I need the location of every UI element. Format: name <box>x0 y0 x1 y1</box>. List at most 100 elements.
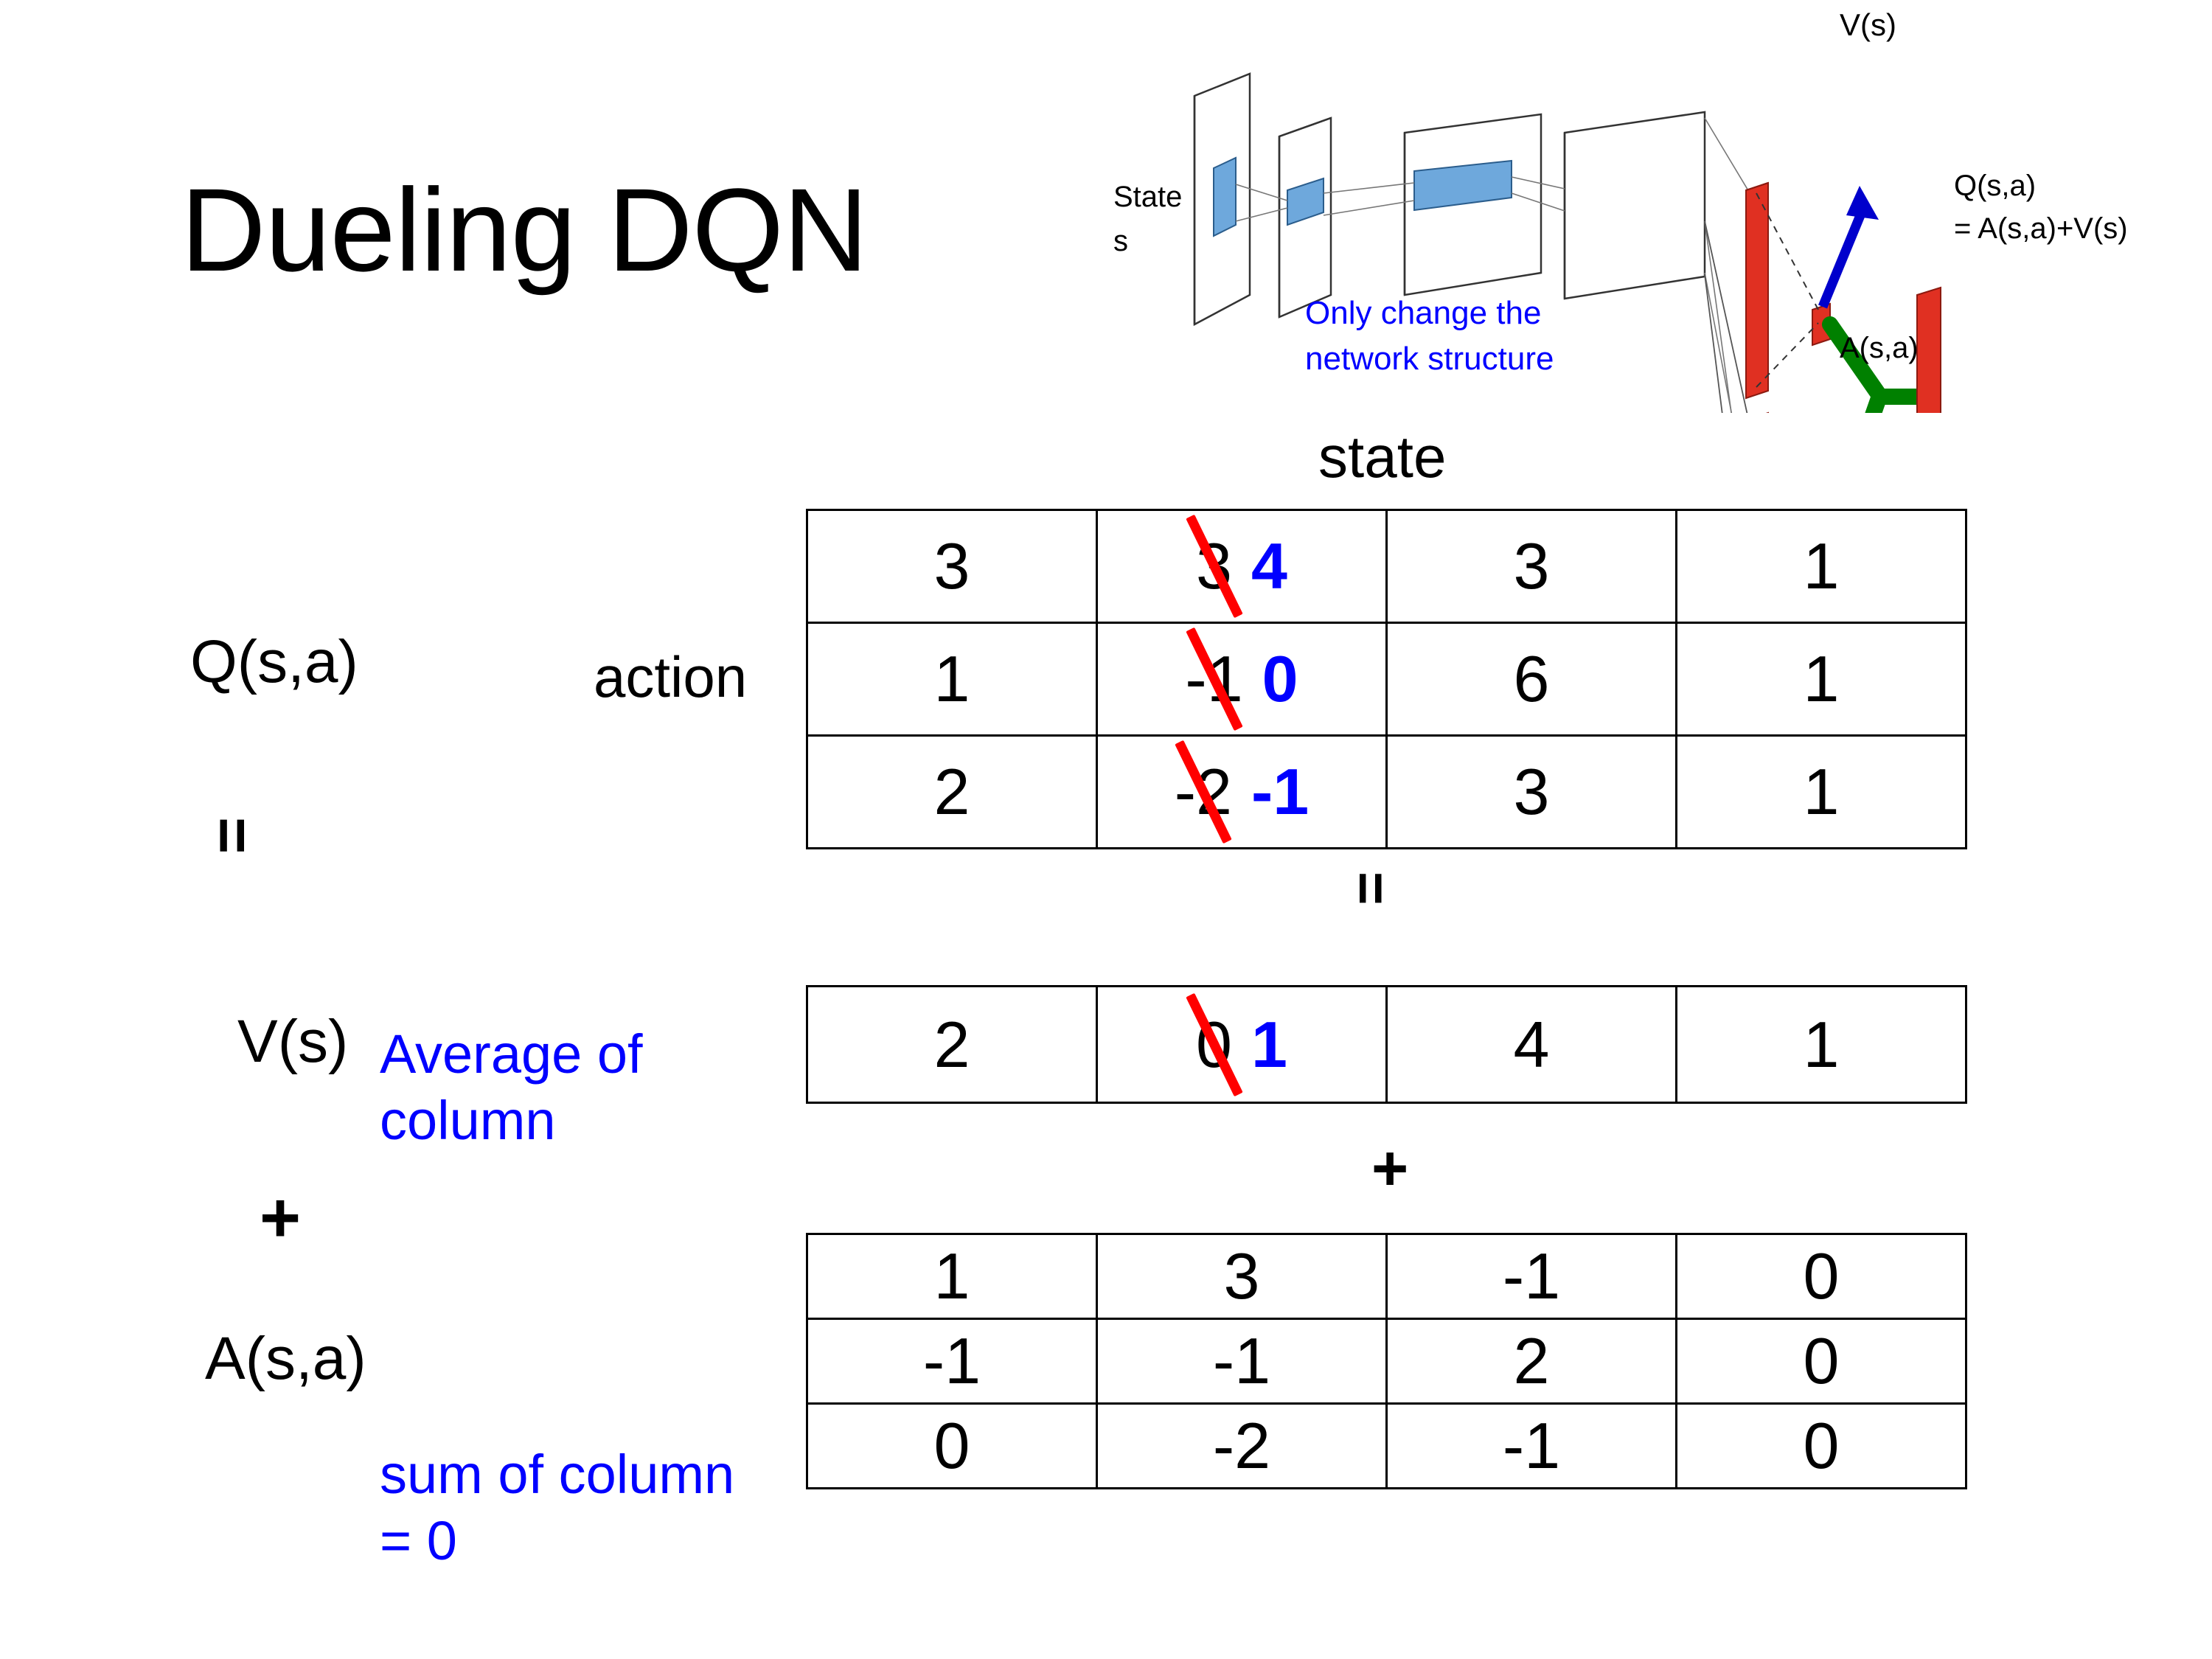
cell-value: -1 <box>1502 1239 1561 1312</box>
page-title: Dueling DQN <box>181 164 869 296</box>
table-row: 3 3 4 3 1 <box>806 509 1967 624</box>
a-cell-r2c0[interactable]: 0 <box>806 1402 1098 1489</box>
network-diagram-svg <box>1193 72 1941 413</box>
cell-edit-pair: -1 0 <box>1185 627 1298 731</box>
a-cell-r1c0[interactable]: -1 <box>806 1318 1098 1405</box>
table-row: 2 0 1 4 1 <box>806 985 1967 1104</box>
a-table-body: 1 3 -1 0 -1 -1 2 0 0 -2 -1 0 <box>806 1233 1967 1489</box>
q-cell-r1c3[interactable]: 1 <box>1675 622 1967 737</box>
cell-old-value-wrapper: -2 <box>1174 740 1232 844</box>
cell-value: 0 <box>933 1409 970 1482</box>
a-function-label: A(s,a) <box>205 1325 366 1392</box>
cell-value: 1 <box>1803 1007 1840 1081</box>
cell-edit-pair: -2 -1 <box>1174 740 1310 844</box>
cell-value: -1 <box>1502 1409 1561 1482</box>
v-cell-c1[interactable]: 0 1 <box>1096 985 1388 1104</box>
cell-value: -2 <box>1212 1409 1271 1482</box>
cell-value: 6 <box>1513 642 1550 715</box>
a-cell-r0c3[interactable]: 0 <box>1675 1233 1967 1320</box>
q-table-body: 3 3 4 3 1 1 -1 0 6 <box>806 509 1967 849</box>
cell-old-value: 3 <box>1196 529 1232 602</box>
a-cell-r2c1[interactable]: -2 <box>1096 1402 1388 1489</box>
cell-edit-pair: 0 1 <box>1185 992 1287 1096</box>
table-row: 1 3 -1 0 <box>806 1233 1967 1320</box>
q-cell-r0c0[interactable]: 3 <box>806 509 1098 624</box>
a-value-table: 1 3 -1 0 -1 -1 2 0 0 -2 -1 0 <box>806 1233 1967 1489</box>
action-axis-label: action <box>594 644 748 709</box>
q-cell-r2c0[interactable]: 2 <box>806 734 1098 849</box>
dueling-network-diagram: State s V(s) Q(s,a) = A(s,a)+V(s) A(s,a)… <box>1069 0 2212 413</box>
a-cell-r1c2[interactable]: 2 <box>1385 1318 1677 1405</box>
q-cell-r2c3[interactable]: 1 <box>1675 734 1967 849</box>
v-cell-c2[interactable]: 4 <box>1385 985 1677 1104</box>
cell-old-value: -1 <box>1185 642 1243 715</box>
a-cell-r0c2[interactable]: -1 <box>1385 1233 1677 1320</box>
cell-value: 1 <box>1803 755 1840 828</box>
diagram-q-output-label: Q(s,a) <box>1954 170 2037 202</box>
table-row: 1 -1 0 6 1 <box>806 622 1967 737</box>
diagram-note-line2: network structure <box>1305 341 1554 377</box>
a-cell-r1c3[interactable]: 0 <box>1675 1318 1967 1405</box>
a-cell-r0c0[interactable]: 1 <box>806 1233 1098 1320</box>
plus-sign-left: + <box>260 1178 302 1257</box>
q-cell-r1c2[interactable]: 6 <box>1385 622 1677 737</box>
diagram-a-output-label: A(s,a) <box>1840 332 1919 364</box>
equals-sign-between-tables: = <box>1339 872 1404 905</box>
table-row: 0 -2 -1 0 <box>806 1402 1967 1489</box>
average-of-column-note: Average of column <box>380 1023 643 1152</box>
q-cell-r0c3[interactable]: 1 <box>1675 509 1967 624</box>
diagram-q-decomposition-label: = A(s,a)+V(s) <box>1954 212 2128 245</box>
v-cell-c0[interactable]: 2 <box>806 985 1098 1104</box>
cell-edit-pair: 3 4 <box>1185 514 1287 619</box>
cell-new-value: -1 <box>1251 755 1310 828</box>
q-cell-r2c2[interactable]: 3 <box>1385 734 1677 849</box>
cell-new-value: 4 <box>1251 529 1287 602</box>
v-cell-c3[interactable]: 1 <box>1675 985 1967 1104</box>
cell-value: 1 <box>933 1239 970 1312</box>
cell-old-value: 0 <box>1196 1007 1232 1081</box>
a-cell-r1c1[interactable]: -1 <box>1096 1318 1388 1405</box>
diagram-note-line1: Only change the <box>1305 295 1542 331</box>
q-cell-r0c1[interactable]: 3 4 <box>1096 509 1388 624</box>
diagram-state-label: State <box>1113 181 1183 213</box>
cell-value: -1 <box>1212 1324 1271 1397</box>
equals-sign-left: = <box>197 817 268 855</box>
plus-sign-between-tables: + <box>1371 1133 1409 1204</box>
cell-value: 1 <box>1803 642 1840 715</box>
cell-value: 3 <box>1223 1239 1260 1312</box>
cell-old-value-wrapper: 0 <box>1185 992 1243 1096</box>
a-cell-r0c1[interactable]: 3 <box>1096 1233 1388 1320</box>
v-function-label: V(s) <box>237 1008 349 1075</box>
v-value-table: 2 0 1 4 1 <box>806 985 1967 1104</box>
cell-value: 0 <box>1803 1324 1840 1397</box>
v-table-body: 2 0 1 4 1 <box>806 985 1967 1104</box>
table-row: 2 -2 -1 3 1 <box>806 734 1967 849</box>
cell-value: 3 <box>1513 755 1550 828</box>
cell-value: 1 <box>1803 529 1840 602</box>
diagram-v-output-label: V(s) <box>1840 7 1896 42</box>
cell-old-value-wrapper: 3 <box>1185 514 1243 619</box>
a-cell-r2c3[interactable]: 0 <box>1675 1402 1967 1489</box>
cell-value: 2 <box>1513 1324 1550 1397</box>
cell-value: 1 <box>933 642 970 715</box>
cell-new-value: 1 <box>1251 1007 1287 1081</box>
cell-value: 3 <box>1513 529 1550 602</box>
cell-value: -1 <box>922 1324 981 1397</box>
sum-of-column-note: sum of column = 0 <box>380 1444 735 1572</box>
cell-value: 2 <box>933 755 970 828</box>
cell-new-value: 0 <box>1262 642 1298 715</box>
cell-value: 3 <box>933 529 970 602</box>
cell-value: 0 <box>1803 1239 1840 1312</box>
state-axis-label: state <box>1318 424 1447 490</box>
table-row: -1 -1 2 0 <box>806 1318 1967 1405</box>
q-cell-r1c1[interactable]: -1 0 <box>1096 622 1388 737</box>
q-cell-r0c2[interactable]: 3 <box>1385 509 1677 624</box>
diagram-state-sub-label: s <box>1113 225 1128 257</box>
cell-old-value-wrapper: -1 <box>1185 627 1243 731</box>
cell-old-value: -2 <box>1174 755 1232 828</box>
a-cell-r2c2[interactable]: -1 <box>1385 1402 1677 1489</box>
q-cell-r2c1[interactable]: -2 -1 <box>1096 734 1388 849</box>
cell-value: 2 <box>933 1007 970 1081</box>
q-cell-r1c0[interactable]: 1 <box>806 622 1098 737</box>
